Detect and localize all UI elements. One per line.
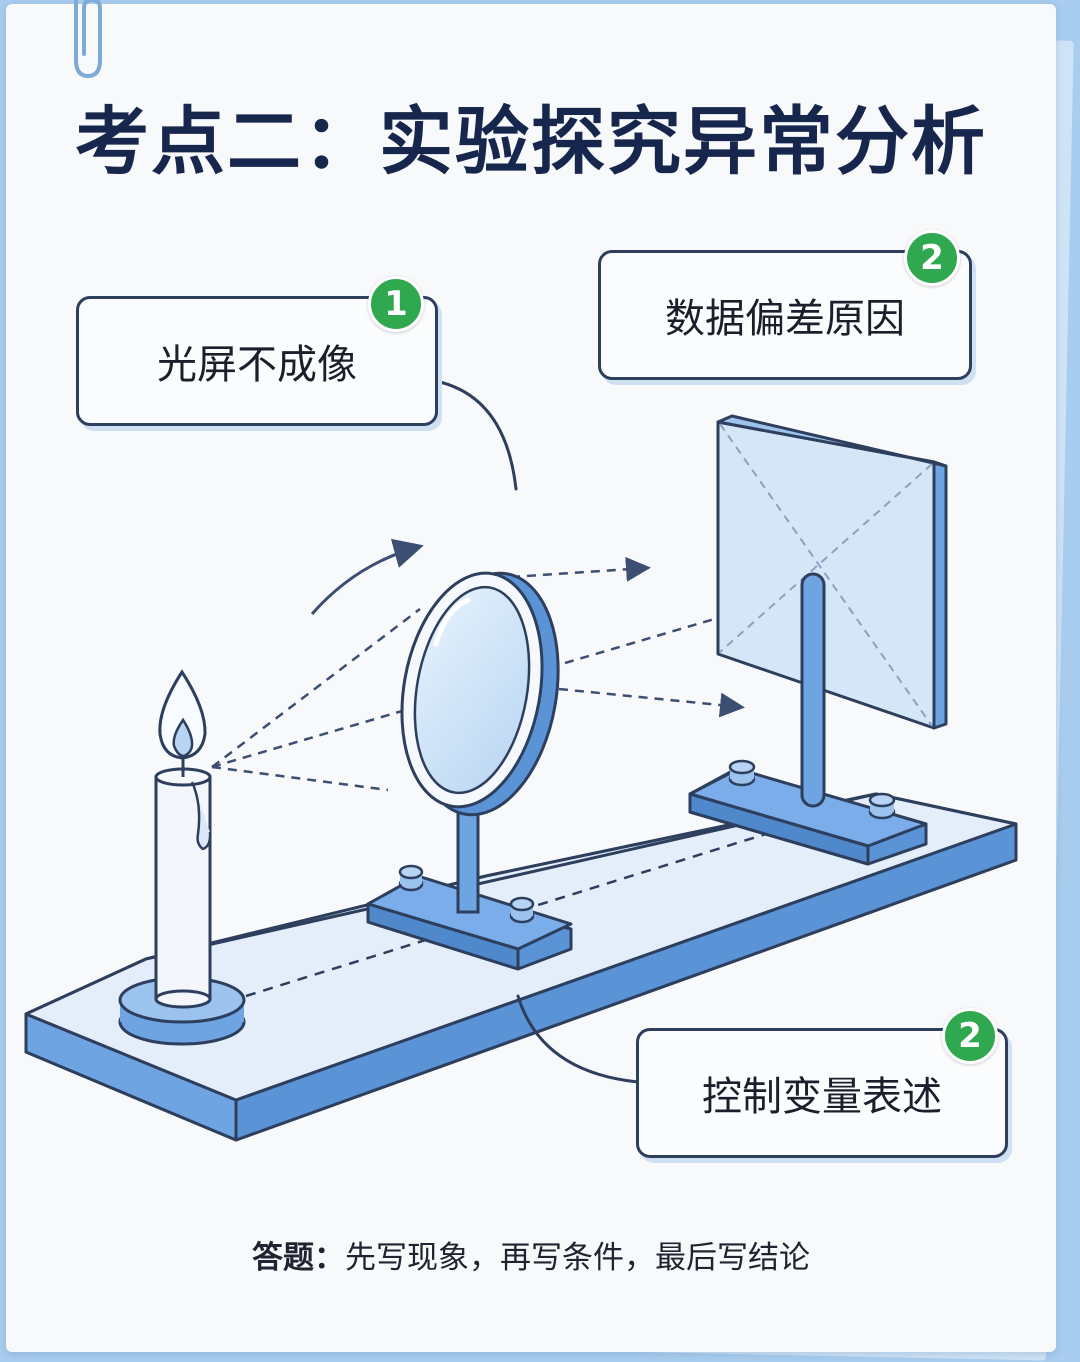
candle	[118, 669, 246, 1046]
answer-tip: 答题：先写现象，再写条件，最后写结论	[6, 1232, 1056, 1277]
page-title: 考点二：实验探究异常分析	[75, 99, 987, 185]
paper-clip-icon	[74, 0, 102, 79]
answer-tip-lead: 答题：	[252, 1240, 345, 1276]
callout-badge: 2	[904, 230, 960, 286]
callout-label: 控制变量表述	[702, 1074, 942, 1120]
callout-label: 数据偏差原因	[665, 296, 905, 342]
callout-badge: 1	[368, 276, 424, 332]
answer-tip-text: 先写现象，再写条件，最后写结论	[345, 1240, 810, 1276]
optical-bench-diagram	[24, 380, 1018, 1142]
leader-lines	[438, 380, 640, 1084]
convex-lens	[366, 571, 573, 971]
callout-data-deviation-cause: 数据偏差原因	[598, 250, 972, 380]
callout-badge: 2	[942, 1008, 998, 1064]
callout-label: 光屏不成像	[157, 342, 357, 388]
light-screen	[688, 414, 948, 866]
worksheet-card: 考点二：实验探究异常分析	[6, 0, 1056, 1352]
